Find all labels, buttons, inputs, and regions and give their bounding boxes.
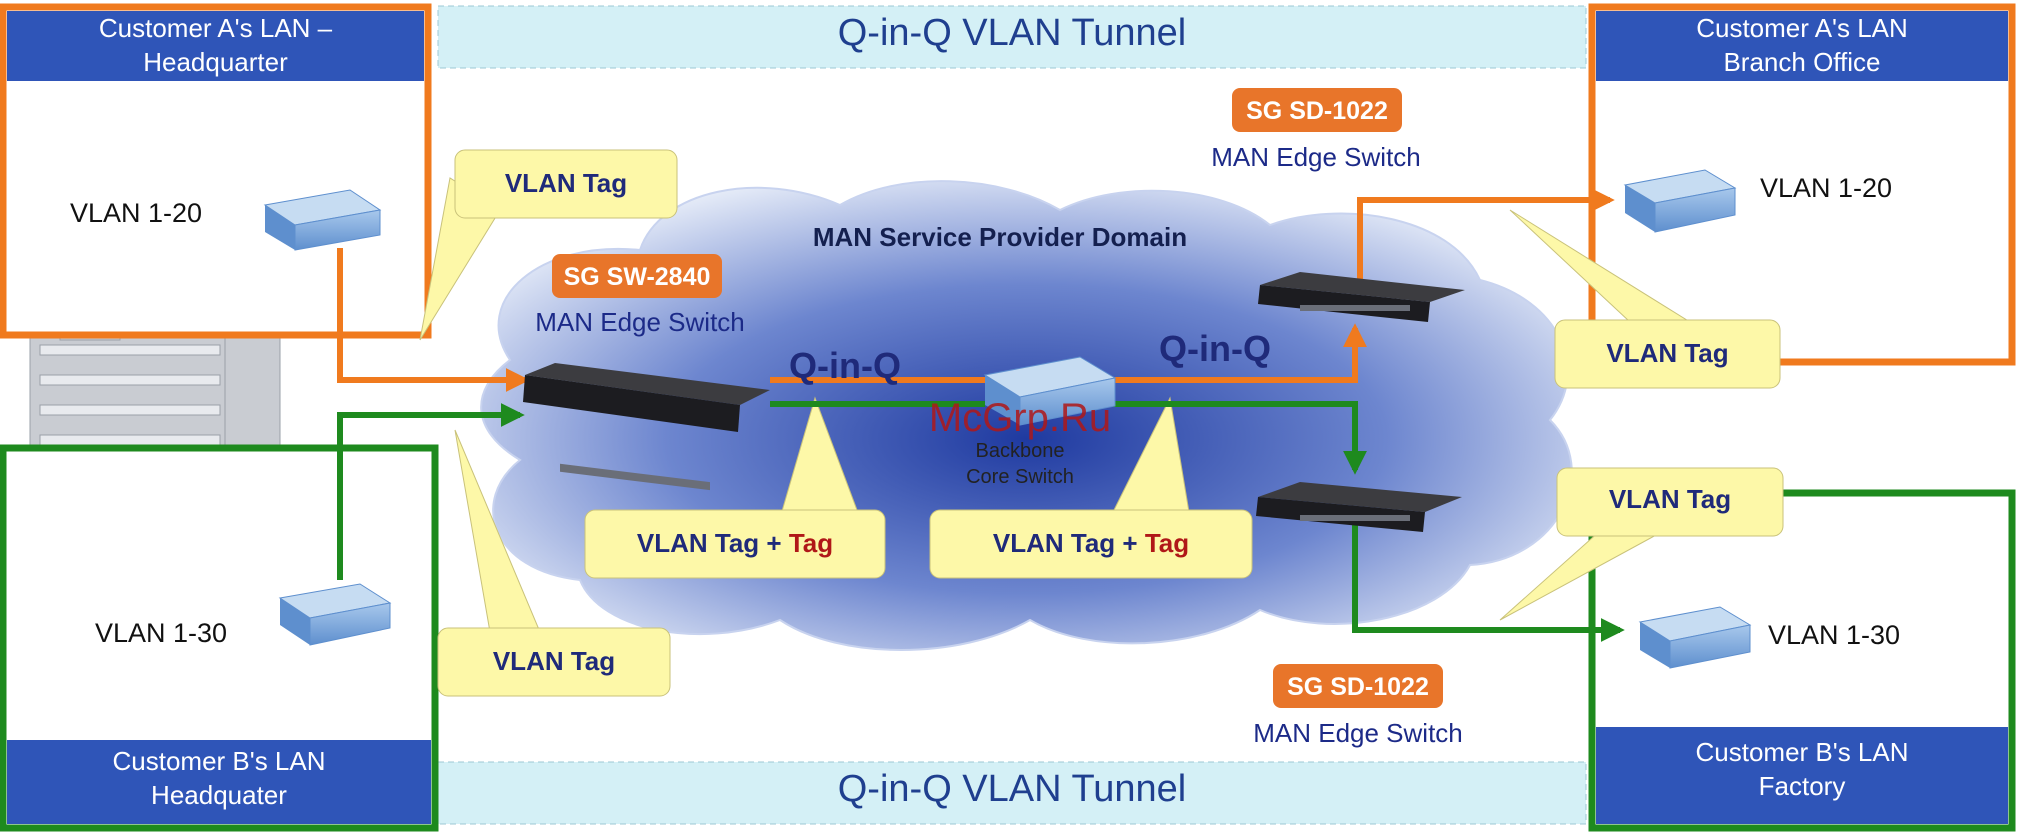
hub-a-hq-icon: [263, 189, 382, 251]
vlan-b-factory: VLAN 1-30: [1768, 620, 1901, 650]
hub-a-branch-icon: [1623, 169, 1737, 233]
site-a-branch-title: Customer A's LAN: [1696, 13, 1908, 43]
site-a-hq-title: Customer A's LAN –: [98, 13, 333, 43]
double-tag-1-base: VLAN Tag +: [636, 528, 782, 558]
callout-vlan-tag-b-factory: [1499, 467, 1784, 621]
double-tag-2-base: VLAN Tag +: [992, 528, 1138, 558]
site-b-hq-title: Customer B's LAN: [112, 746, 326, 776]
callout-double-tag-2: [929, 396, 1253, 579]
site-a-branch-subtitle: Branch Office: [1723, 47, 1881, 77]
sd1022-bottom-model: SG SD-1022: [1287, 673, 1429, 701]
site-b-factory-title: Customer B's LAN: [1695, 737, 1909, 767]
callout-vlan-tag-b-hq: [437, 429, 671, 697]
sd1022-top-model: SG SD-1022: [1246, 97, 1388, 125]
site-b-hq-header: Customer B's LAN Headquater: [7, 744, 431, 812]
core-switch-label: Backbone Core Switch: [920, 438, 1120, 490]
sd1022-top-switch-icon: [1258, 272, 1465, 322]
tunnel-label-top: Q-in-Q VLAN Tunnel: [837, 12, 1187, 54]
qinq-label-left: Q-in-Q: [789, 345, 901, 386]
vlan-b-hq: VLAN 1-30: [95, 618, 228, 648]
double-tag-1-emph: Tag: [788, 528, 834, 558]
qinq-label-right: Q-in-Q: [1159, 328, 1271, 369]
path-customer-b: [337, 401, 1625, 642]
callout-vlan-tag-a-hq: [419, 149, 678, 341]
site-b-hq-box: [0, 444, 439, 832]
site-a-hq-box: [0, 3, 432, 339]
sd1022-bottom-badge: [1273, 664, 1443, 708]
sd1022-top-role: MAN Edge Switch: [1211, 142, 1421, 172]
site-b-factory-subtitle: Factory: [1758, 771, 1846, 801]
site-a-hq-header: Customer A's LAN – Headquarter: [7, 11, 424, 79]
sw2840-model: SG SW-2840: [563, 263, 711, 291]
callout-tag-a-hq: VLAN Tag: [504, 168, 628, 198]
hub-b-hq-icon: [278, 583, 392, 646]
tunnel-band-top: [437, 5, 1587, 69]
sd1022-top-badge: [1232, 88, 1402, 132]
callout-double-tag-1: [584, 396, 886, 579]
vlan-a-branch: VLAN 1-20: [1760, 173, 1893, 203]
callout-double-tag-1-text: VLAN Tag + Tag: [585, 528, 885, 559]
tunnel-label-bottom: Q-in-Q VLAN Tunnel: [837, 768, 1187, 810]
cloud-label: MAN Service Provider Domain: [812, 222, 1188, 252]
site-b-factory-header: Customer B's LAN Factory: [1596, 735, 2008, 803]
callout-vlan-tag-a-branch: [1509, 209, 1781, 389]
core-switch-line1: Backbone: [975, 440, 1065, 462]
tunnel-band-bottom: [437, 761, 1587, 825]
site-a-hq-subtitle: Headquarter: [143, 47, 288, 77]
sw2840-badge: [552, 254, 722, 298]
watermark: McGrp.Ru: [928, 396, 1112, 440]
core-switch-line2: Core Switch: [966, 466, 1074, 488]
sw2840-role: MAN Edge Switch: [535, 307, 745, 337]
callout-double-tag-2-text: VLAN Tag + Tag: [930, 528, 1252, 559]
backbone-core-switch-icon: [983, 356, 1117, 426]
double-tag-2-emph: Tag: [1144, 528, 1190, 558]
path-customer-a: [337, 188, 1615, 392]
sd1022-bottom-role: MAN Edge Switch: [1253, 718, 1463, 748]
sd1022-bottom-switch-icon: [1256, 482, 1462, 532]
callout-tag-b-hq: VLAN Tag: [492, 646, 616, 676]
site-b-hq-subtitle: Headquater: [151, 780, 287, 810]
hub-b-factory-icon: [1638, 606, 1752, 669]
callout-tag-b-factory: VLAN Tag: [1608, 484, 1732, 514]
sw2840-switch-icon: [523, 363, 770, 491]
site-a-branch-header: Customer A's LAN Branch Office: [1596, 11, 2008, 79]
callout-tag-a-branch: VLAN Tag: [1606, 338, 1729, 368]
vlan-a-hq: VLAN 1-20: [70, 198, 203, 228]
